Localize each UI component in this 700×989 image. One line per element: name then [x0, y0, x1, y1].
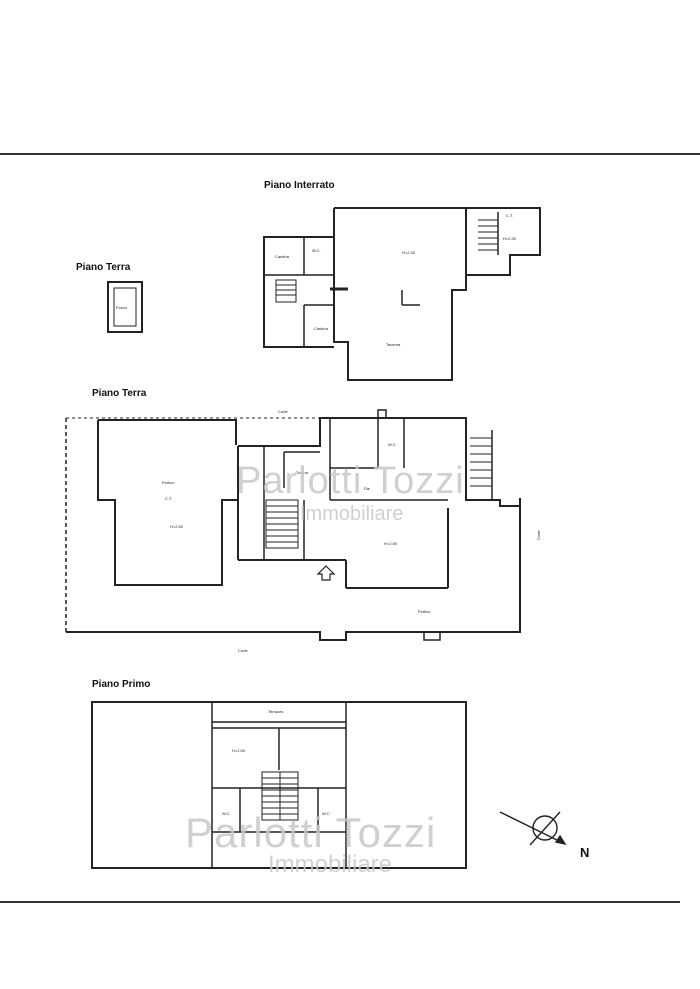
top-border-line — [0, 153, 700, 155]
label-small-pozzo: Pozzo — [116, 305, 128, 310]
label-int-ct: C.T. — [506, 213, 513, 218]
label-terra-h250a: H=2.50 — [170, 524, 184, 529]
title-piano-terra: Piano Terra — [92, 388, 147, 399]
plan-piano-terra-small — [107, 281, 143, 333]
title-piano-terra-small: Piano Terra — [76, 262, 131, 273]
label-terra-portico: Portico — [162, 480, 175, 485]
bottom-border-line — [0, 901, 680, 903]
label-int-h230: H=2.30 — [402, 250, 416, 255]
plan-piano-terra — [65, 409, 521, 641]
label-terra-ct: C.T. — [165, 496, 172, 501]
label-primo-wc1: W.C. — [222, 811, 231, 816]
watermark-line2-primo: Immobiliare — [268, 851, 393, 878]
label-terra-corte-right: Corte — [536, 529, 541, 540]
label-terra-dis: Dis — [364, 486, 370, 491]
label-terra-h250b: H=2.50 — [384, 541, 398, 546]
label-int-taverna: Taverna — [386, 342, 401, 347]
label-primo-terrazzo: Terrazzo — [268, 709, 284, 714]
title-piano-primo: Piano Primo — [92, 679, 151, 690]
label-terra-wc: W.C. — [388, 442, 397, 447]
label-int-cantina: Cantina — [275, 254, 290, 259]
label-int-wc: W.C. — [312, 248, 321, 253]
compass-north-label: N — [580, 845, 590, 860]
label-primo-h250: H=2.50 — [232, 748, 246, 753]
compass-rose — [499, 811, 567, 846]
label-terra-corte-bottom: Corte — [238, 648, 249, 653]
plan-piano-interrato — [263, 207, 541, 381]
label-terra-portico2: Portico — [418, 609, 431, 614]
room-labels: Cantina W.C. H=2.30 C.T. H=2.30 Cantina … — [116, 213, 541, 816]
watermark-line1-terra: Parlotti Tozzi — [236, 460, 465, 502]
watermark-line1-primo: Parlotti Tozzi — [185, 809, 437, 856]
label-primo-wc2: W.C. — [322, 811, 331, 816]
title-piano-interrato: Piano Interrato — [264, 180, 335, 191]
watermark-line2-terra: Immobiliare — [300, 503, 404, 525]
label-terra-tucina: Tucina — [296, 470, 309, 475]
label-int-h230b: H=2.30 — [503, 236, 517, 241]
label-int-cantina2: Cantina — [314, 326, 329, 331]
label-terra-corte-top: Corte — [278, 409, 289, 414]
plan-piano-primo — [91, 701, 467, 869]
